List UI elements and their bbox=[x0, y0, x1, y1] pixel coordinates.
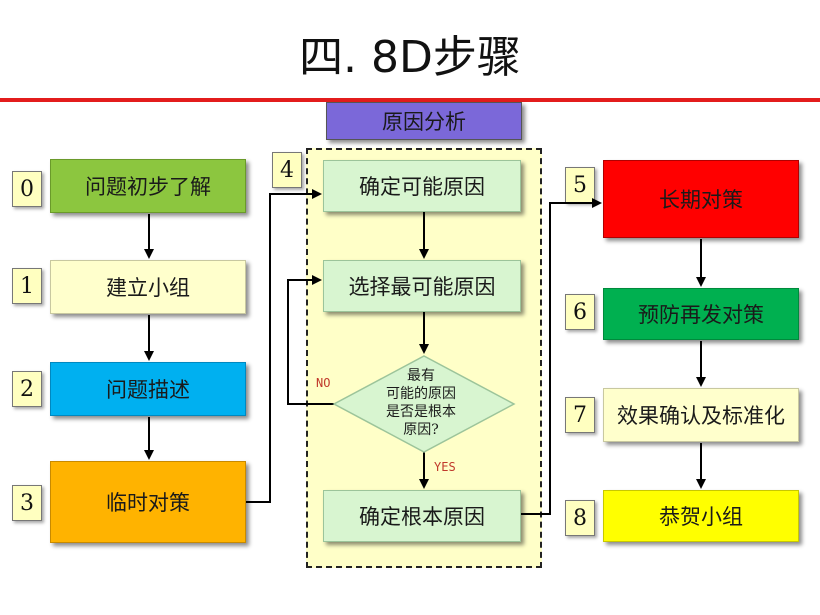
arrow-4-to-5 bbox=[521, 198, 602, 515]
decision-text: 最有 可能的原因 是否是根本 原因? bbox=[386, 368, 456, 438]
step-number-8: 8 bbox=[565, 500, 595, 536]
step-number-4: 4 bbox=[272, 152, 302, 188]
step-0-box: 问题初步了解 bbox=[50, 159, 246, 213]
step-number-3: 3 bbox=[12, 485, 42, 521]
cause-analysis-header: 原因分析 bbox=[326, 102, 522, 140]
step-2-box: 问题描述 bbox=[50, 362, 246, 416]
page-title: 四. 8D步骤 bbox=[299, 32, 521, 83]
step-number-1: 1 bbox=[12, 268, 42, 304]
step-number-0: 0 bbox=[12, 171, 42, 207]
step-7-box: 效果确认及标准化 bbox=[603, 388, 799, 442]
step-5-box: 长期对策 bbox=[603, 160, 799, 238]
step-number-6: 6 bbox=[565, 294, 595, 330]
yes-label: YES bbox=[434, 460, 456, 474]
arrow-3-to-4 bbox=[246, 189, 322, 503]
step-8-box: 恭贺小组 bbox=[603, 490, 799, 542]
select-most-likely-cause-box: 选择最可能原因 bbox=[323, 260, 521, 312]
step-number-2: 2 bbox=[12, 371, 42, 407]
determine-root-cause-box: 确定根本原因 bbox=[323, 490, 521, 542]
no-label: NO bbox=[316, 376, 331, 390]
determine-possible-causes-box: 确定可能原因 bbox=[323, 160, 521, 212]
step-1-box: 建立小组 bbox=[50, 260, 246, 314]
decision-diamond bbox=[332, 355, 516, 453]
arrow-decision-no bbox=[287, 275, 334, 405]
step-number-5: 5 bbox=[565, 167, 595, 203]
step-3-box: 临时对策 bbox=[50, 461, 246, 543]
step-6-box: 预防再发对策 bbox=[603, 288, 799, 340]
title-divider bbox=[0, 98, 820, 102]
step-number-7: 7 bbox=[565, 397, 595, 433]
